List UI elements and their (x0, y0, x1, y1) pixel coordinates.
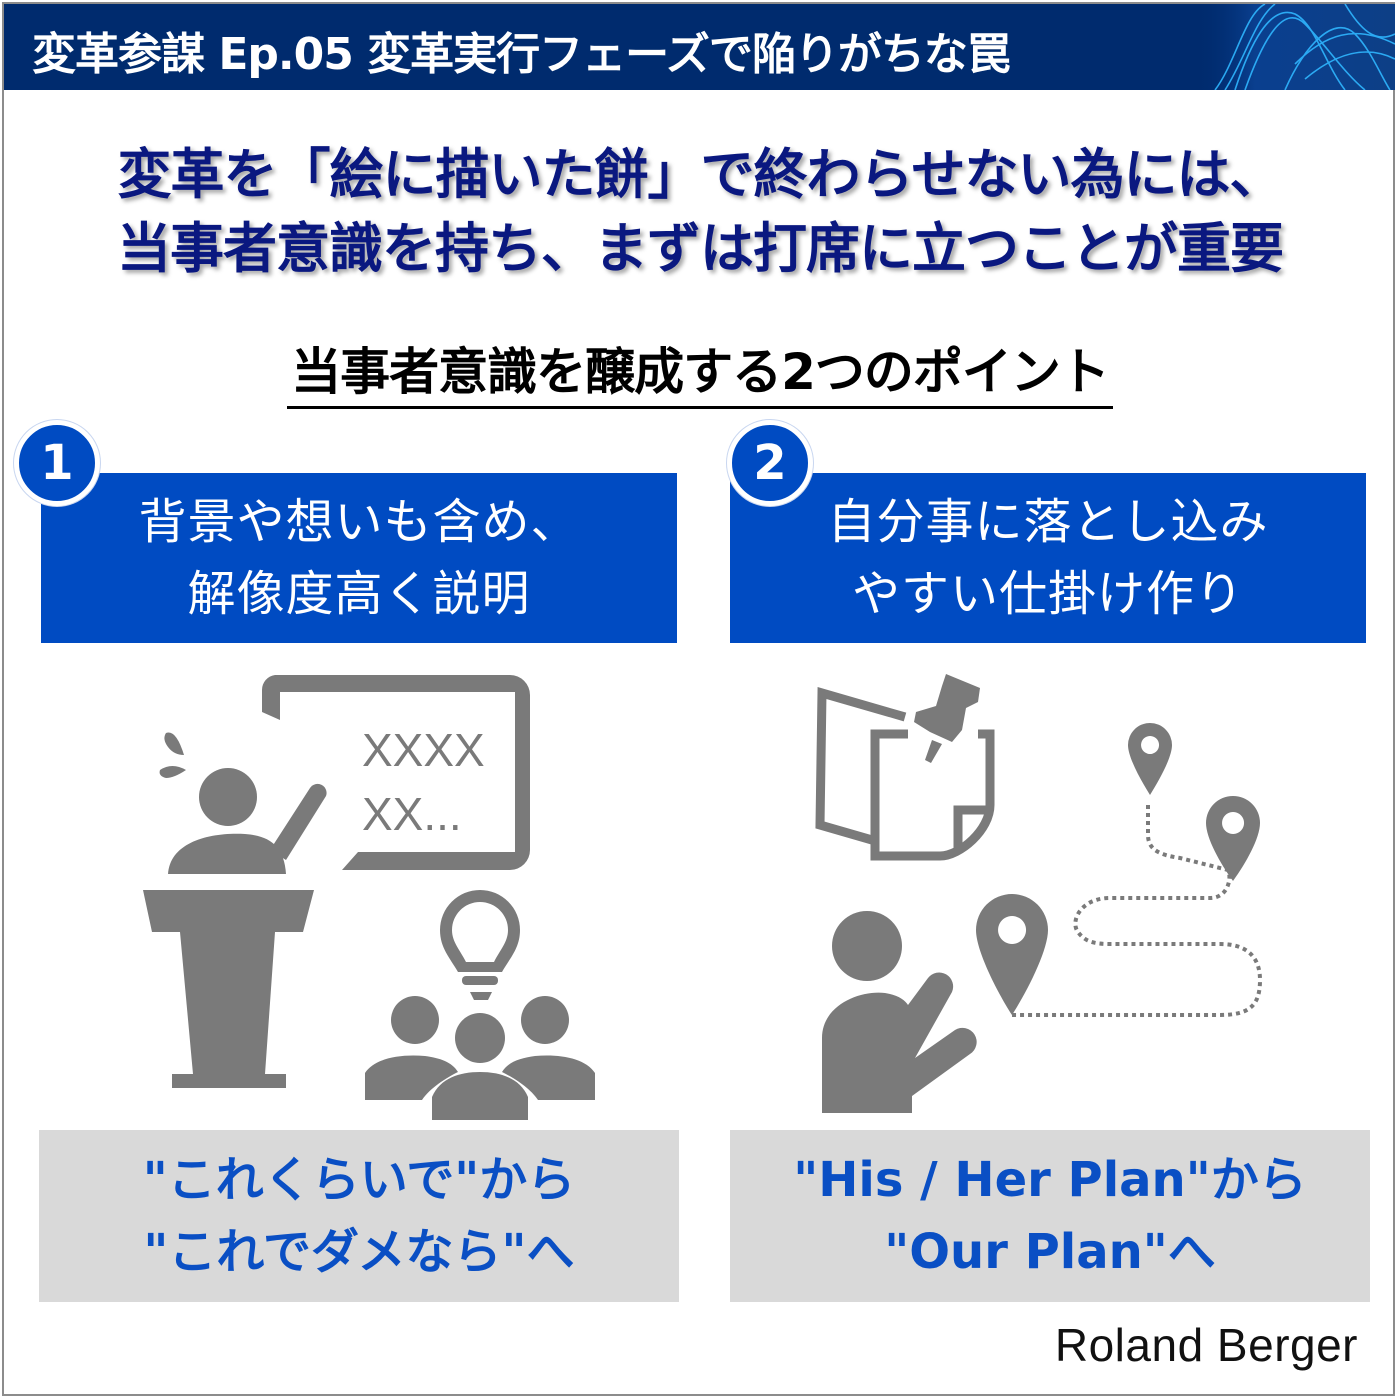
point-2-quote: "His / Her Plan"から "Our Plan"へ (730, 1130, 1370, 1302)
point-2-title-line-2: やすい仕掛け作り (851, 566, 1244, 622)
point-1-quote-line-1: "これくらいで"から (142, 1152, 576, 1208)
headline-line-2: 当事者意識を持ち、まずは打席に立つことが重要 (117, 217, 1284, 280)
person-with-pinned-notes-and-route-map-icon (815, 674, 1263, 1113)
headline-line-1: 変革を「絵に描いた餅」で終わらせない為には、 (117, 143, 1284, 206)
point-2-title-line-1: 自分事に落とし込み (827, 494, 1269, 550)
section-subtitle: 当事者意識を醸成する2つのポイント (0, 332, 1400, 409)
banner-title: 変革参謀 Ep.05 変革実行フェーズで陥りがちな罠 (32, 29, 1011, 80)
point-2-number-badge: 2 (727, 420, 813, 506)
point-1-header: 背景や想いも含め、 解像度高く説明 (41, 473, 677, 643)
headline: 変革を「絵に描いた餅」で終わらせない為には、 当事者意識を持ち、まずは打席に立つ… (0, 138, 1400, 286)
wave-decoration-icon (1195, 4, 1395, 90)
point-2-quote-line-1: "His / Her Plan"から (793, 1152, 1307, 1208)
point-1-quote: "これくらいで"から "これでダメなら"へ (39, 1130, 679, 1302)
subtitle-text: 当事者意識を醸成する2つのポイント (287, 332, 1113, 409)
brand-logo-text: Roland Berger (1054, 1319, 1358, 1371)
point-1-quote-line-2: "これでダメなら"へ (143, 1224, 575, 1280)
point-1-title-line-1: 背景や想いも含め、 (138, 494, 580, 550)
point-1-number-badge: 1 (14, 420, 100, 506)
point-1-title-line-2: 解像度高く説明 (187, 566, 531, 622)
board-text-line-1: XXXX (362, 724, 485, 776)
presenter-podium-with-audience-icon: XXXX XX... (143, 675, 595, 1120)
point-2-quote-line-2: "Our Plan"へ (884, 1224, 1216, 1280)
point-2-header: 自分事に落とし込み やすい仕掛け作り (730, 473, 1366, 643)
title-banner: 変革参謀 Ep.05 変革実行フェーズで陥りがちな罠 (4, 4, 1395, 90)
board-text-line-2: XX... (362, 788, 462, 840)
